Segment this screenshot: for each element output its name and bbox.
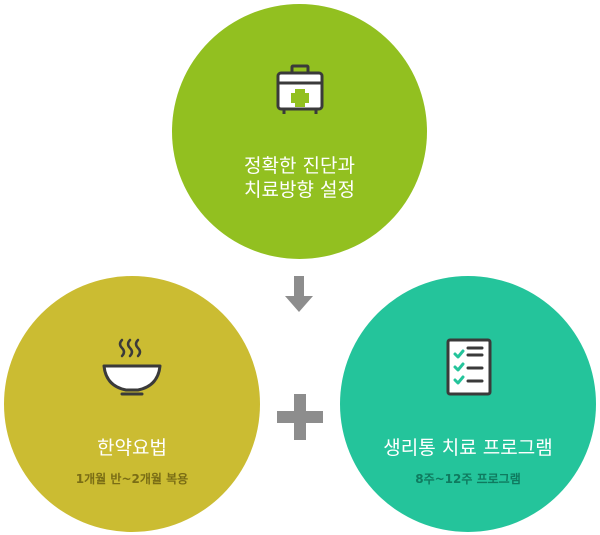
- first-aid-kit-icon: [276, 64, 323, 114]
- menstrual-program-title: 생리통 치료 프로그램: [383, 437, 553, 459]
- plus-icon: [277, 394, 323, 440]
- diagnosis-title-line1: 정확한 진단과: [244, 155, 355, 177]
- diagnosis-title-line2: 치료방향 설정: [244, 179, 355, 201]
- menstrual-program-circle: 생리통 치료 프로그램 8주~12주 프로그램: [340, 276, 596, 532]
- steaming-bowl-icon: [102, 338, 162, 396]
- arrow-down-icon: [285, 276, 313, 312]
- diagnosis-circle: 정확한 진단과 치료방향 설정: [172, 4, 427, 259]
- herbal-medicine-subtitle: 1개월 반~2개월 복용: [75, 472, 189, 486]
- checklist-icon: [446, 338, 492, 396]
- herbal-medicine-circle: 한약요법 1개월 반~2개월 복용: [4, 276, 260, 532]
- herbal-medicine-title: 한약요법: [97, 437, 167, 459]
- menstrual-program-subtitle: 8주~12주 프로그램: [415, 472, 521, 486]
